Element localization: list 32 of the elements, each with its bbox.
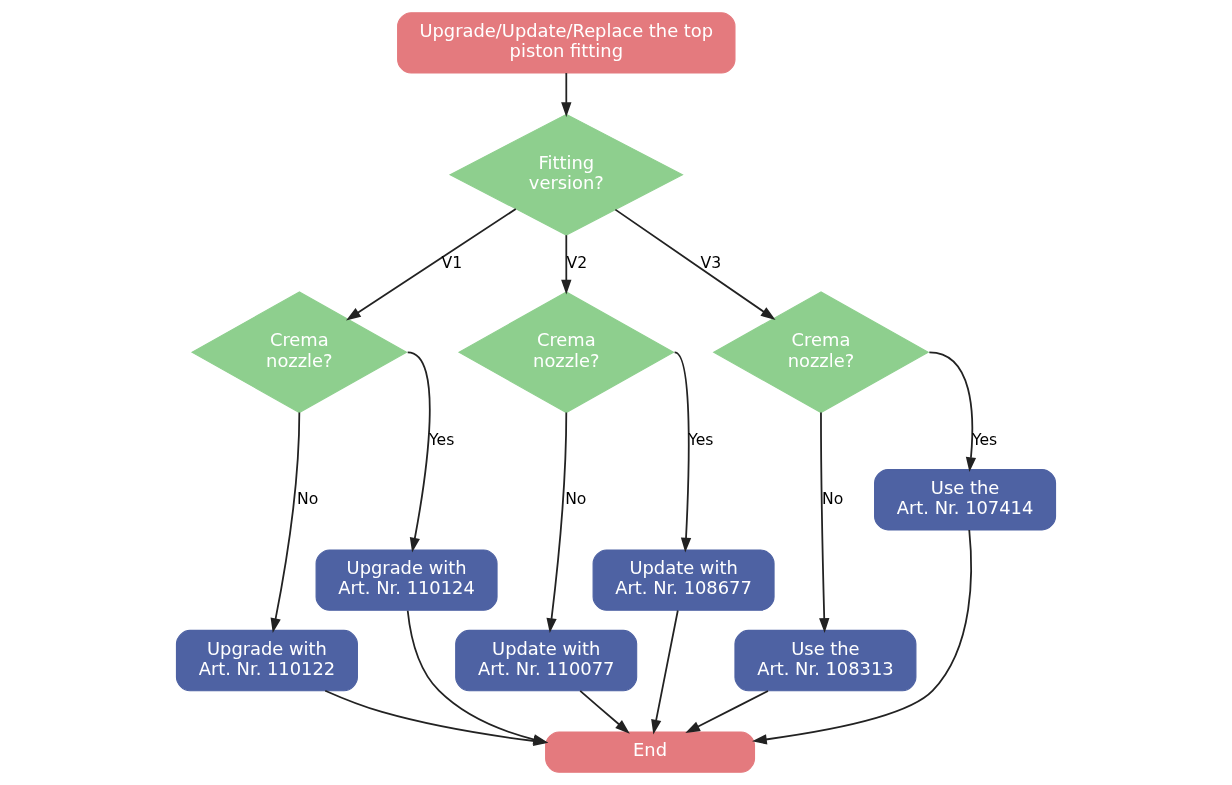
- arrow: [819, 411, 830, 633]
- node-diamond: Crema nozzle?: [190, 291, 408, 414]
- node-box: Upgrade with Art. Nr. 110124: [315, 549, 498, 611]
- arrow: [546, 411, 568, 633]
- arrow: [752, 529, 973, 745]
- arrow: [651, 609, 679, 735]
- node-diamond: Crema nozzle?: [457, 291, 675, 414]
- node-box: Upgrade with Art. Nr. 110122: [175, 629, 358, 692]
- edge-label: No: [822, 488, 844, 508]
- edge-label: No: [297, 488, 319, 508]
- arrow: [928, 351, 977, 473]
- edge-label: V3: [700, 252, 722, 272]
- arrow: [614, 208, 776, 320]
- node-box: Use the Art. Nr. 107414: [874, 469, 1057, 531]
- node-box: Update with Art. Nr. 108677: [592, 549, 775, 611]
- arrow: [685, 690, 769, 734]
- arrow: [561, 234, 572, 295]
- node-box: Use the Art. Nr. 108313: [734, 629, 917, 692]
- arrow: [561, 72, 572, 118]
- node-diamond: Fitting version?: [448, 113, 684, 236]
- node-box: Upgrade/Update/Replace the top piston fitting: [397, 12, 736, 74]
- node-diamond: Crema nozzle?: [712, 291, 930, 414]
- edge-label: Yes: [429, 430, 455, 450]
- node-box: Update with Art. Nr. 110077: [455, 629, 638, 692]
- arrow: [346, 208, 517, 321]
- edge-label: V1: [441, 252, 463, 272]
- arrow: [270, 411, 301, 633]
- arrow: [673, 351, 692, 553]
- arrow: [406, 351, 431, 553]
- arrow: [579, 690, 630, 734]
- edge-label: No: [565, 488, 587, 508]
- node-box: End: [545, 731, 756, 773]
